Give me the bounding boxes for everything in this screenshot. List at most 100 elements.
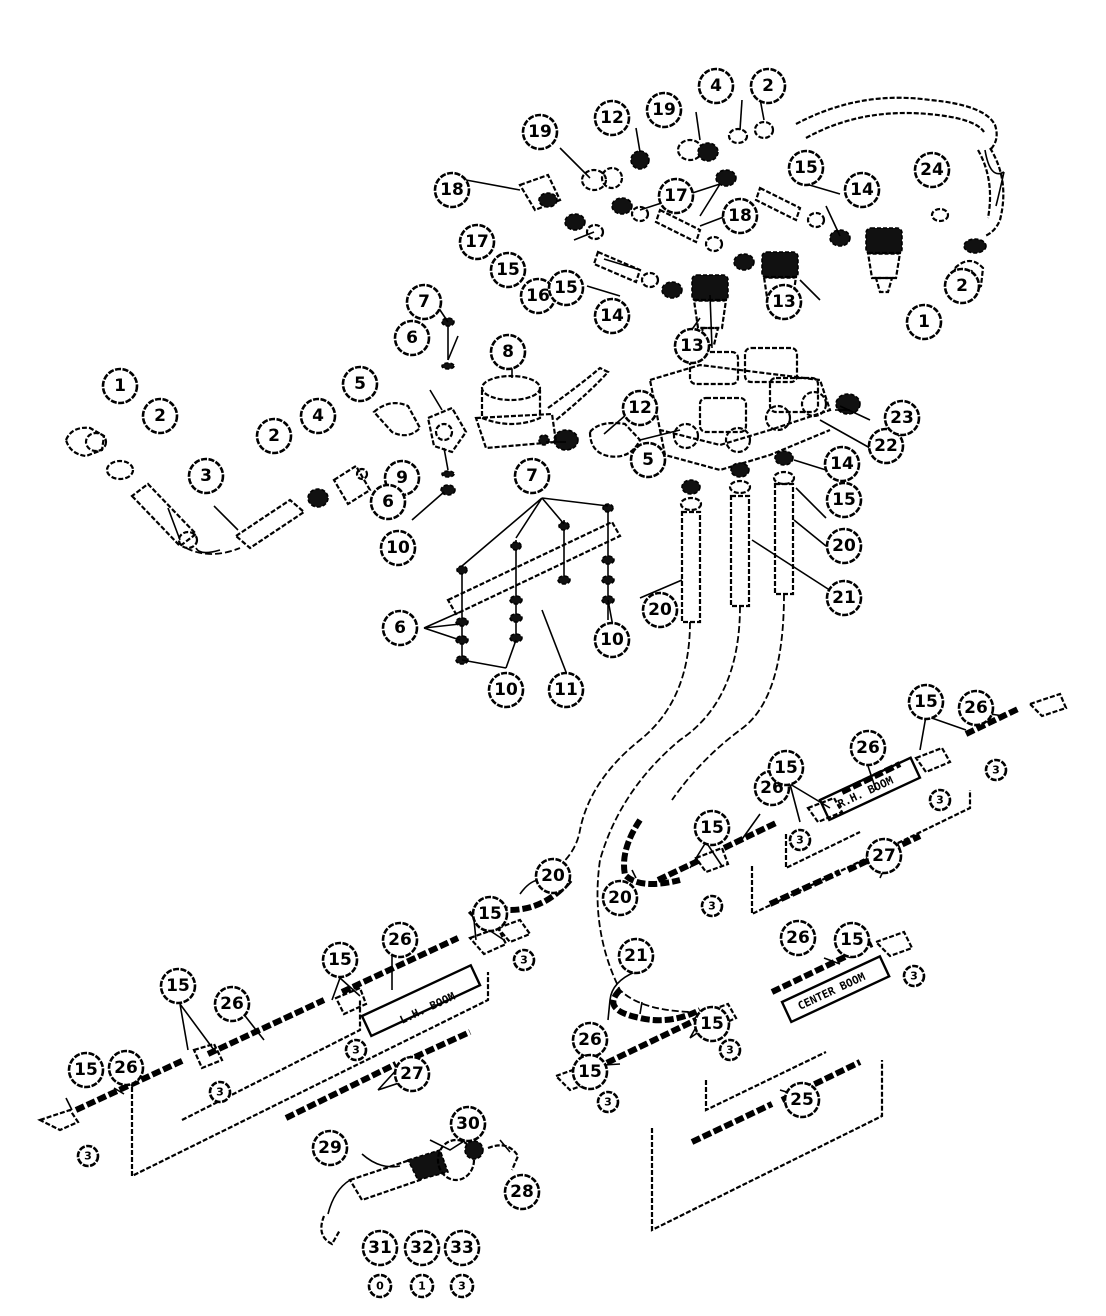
callout-part-3: 3 (902, 964, 926, 988)
callout-number: 15 (774, 758, 798, 778)
callout-number: 20 (541, 866, 565, 886)
callout-part-7: 7 (405, 283, 443, 321)
callout-number: 26 (220, 994, 244, 1014)
callout-part-19: 19 (645, 91, 683, 129)
callout-number: 10 (494, 680, 518, 700)
callout-number: 15 (832, 490, 856, 510)
callout-part-15: 15 (693, 1005, 731, 1043)
callout-part-14: 14 (823, 445, 861, 483)
callout-number: 7 (418, 292, 430, 312)
callout-part-14: 14 (593, 297, 631, 335)
hose-24 (795, 96, 1005, 293)
callout-part-26: 26 (571, 1021, 609, 1059)
callout-number: 26 (578, 1030, 602, 1050)
callout-number: 1 (114, 376, 126, 396)
callout-part-3: 3 (928, 788, 952, 812)
inlet-line (64, 426, 372, 555)
callout-number: 15 (914, 692, 938, 712)
callout-part-7: 7 (513, 457, 551, 495)
callout-number: 28 (510, 1182, 534, 1202)
callout-part-8: 8 (489, 333, 527, 371)
callout-number: 27 (872, 846, 896, 866)
callout-number: 4 (710, 76, 722, 96)
callout-number: 12 (600, 108, 624, 128)
callout-part-15: 15 (67, 1051, 105, 1089)
callout-part-13: 13 (673, 327, 711, 365)
callout-number: 15 (578, 1062, 602, 1082)
callout-part-28: 28 (503, 1173, 541, 1211)
callout-number: 15 (74, 1060, 98, 1080)
callout-number: 3 (604, 1096, 612, 1109)
callout-part-27: 27 (393, 1055, 431, 1093)
hose-ends (679, 450, 796, 624)
callout-number: 30 (456, 1114, 480, 1134)
callout-number: 31 (368, 1238, 392, 1258)
svg-text:0: 0 (376, 1280, 384, 1293)
callout-part-26: 26 (849, 729, 887, 767)
callout-number: 20 (832, 536, 856, 556)
filter-9 (372, 401, 468, 454)
svg-text:3: 3 (458, 1280, 466, 1293)
callout-part-31: 31 (361, 1229, 399, 1267)
callout-sub-32: 1 (409, 1273, 435, 1299)
callout-number: 17 (465, 232, 489, 252)
callout-number: 23 (890, 408, 914, 428)
callout-part-12: 12 (593, 99, 631, 137)
callout-part-3: 3 (984, 758, 1008, 782)
callout-part-3: 3 (512, 948, 536, 972)
callout-part-17: 17 (458, 223, 496, 261)
valve-manifold-22 (648, 346, 832, 472)
callout-part-20: 20 (825, 527, 863, 565)
callout-part-15: 15 (833, 921, 871, 959)
callout-part-4: 4 (697, 67, 735, 105)
fitting-cluster-top (518, 120, 950, 299)
callout-number: 2 (956, 276, 968, 296)
callout-number: 20 (648, 600, 672, 620)
callout-number: 21 (624, 946, 648, 966)
callout-part-30: 30 (449, 1105, 487, 1143)
callout-part-2: 2 (141, 397, 179, 435)
callout-part-2: 2 (943, 267, 981, 305)
callout-part-29: 29 (311, 1129, 349, 1167)
callout-part-19: 19 (521, 113, 559, 151)
callout-part-15: 15 (693, 809, 731, 847)
callout-number: 29 (318, 1138, 342, 1158)
callout-part-21: 21 (825, 579, 863, 617)
callout-part-3: 3 (700, 894, 724, 918)
leader-lines (65, 87, 1005, 1168)
callout-part-16: 16 (519, 277, 557, 315)
callout-part-23: 23 (883, 399, 921, 437)
callout-part-15: 15 (547, 269, 585, 307)
callout-number: 15 (496, 260, 520, 280)
callout-part-15: 15 (571, 1053, 609, 1091)
callout-part-6: 6 (381, 609, 419, 647)
callout-number: 14 (600, 306, 624, 326)
callout-number: 33 (450, 1238, 474, 1258)
callout-sub-33: 3 (449, 1273, 475, 1299)
callout-number: 27 (400, 1064, 424, 1084)
callout-part-3: 3 (208, 1080, 232, 1104)
callout-number: 8 (502, 342, 514, 362)
callout-number: 13 (772, 292, 796, 312)
callout-part-12: 12 (621, 389, 659, 427)
callout-part-10: 10 (593, 621, 631, 659)
callout-number: 26 (856, 738, 880, 758)
pump-8 (474, 366, 610, 450)
callout-number: 3 (352, 1044, 360, 1057)
callout-part-3: 3 (596, 1090, 620, 1114)
fitting-12-5 (553, 393, 861, 458)
mounting-strap-11 (446, 503, 622, 665)
callout-part-15: 15 (321, 941, 359, 979)
callout-number: 26 (114, 1058, 138, 1078)
callout-part-18: 18 (433, 171, 471, 209)
callout-part-5: 5 (629, 441, 667, 479)
callout-number: 4 (312, 406, 324, 426)
callout-number: 24 (920, 160, 944, 180)
callout-part-3: 3 (187, 457, 225, 495)
callout-number: 3 (796, 834, 804, 847)
callout-number: 15 (166, 976, 190, 996)
callout-number: 22 (874, 436, 898, 456)
nozzle-assembly (320, 1138, 520, 1246)
callout-part-32: 32 (403, 1229, 441, 1267)
